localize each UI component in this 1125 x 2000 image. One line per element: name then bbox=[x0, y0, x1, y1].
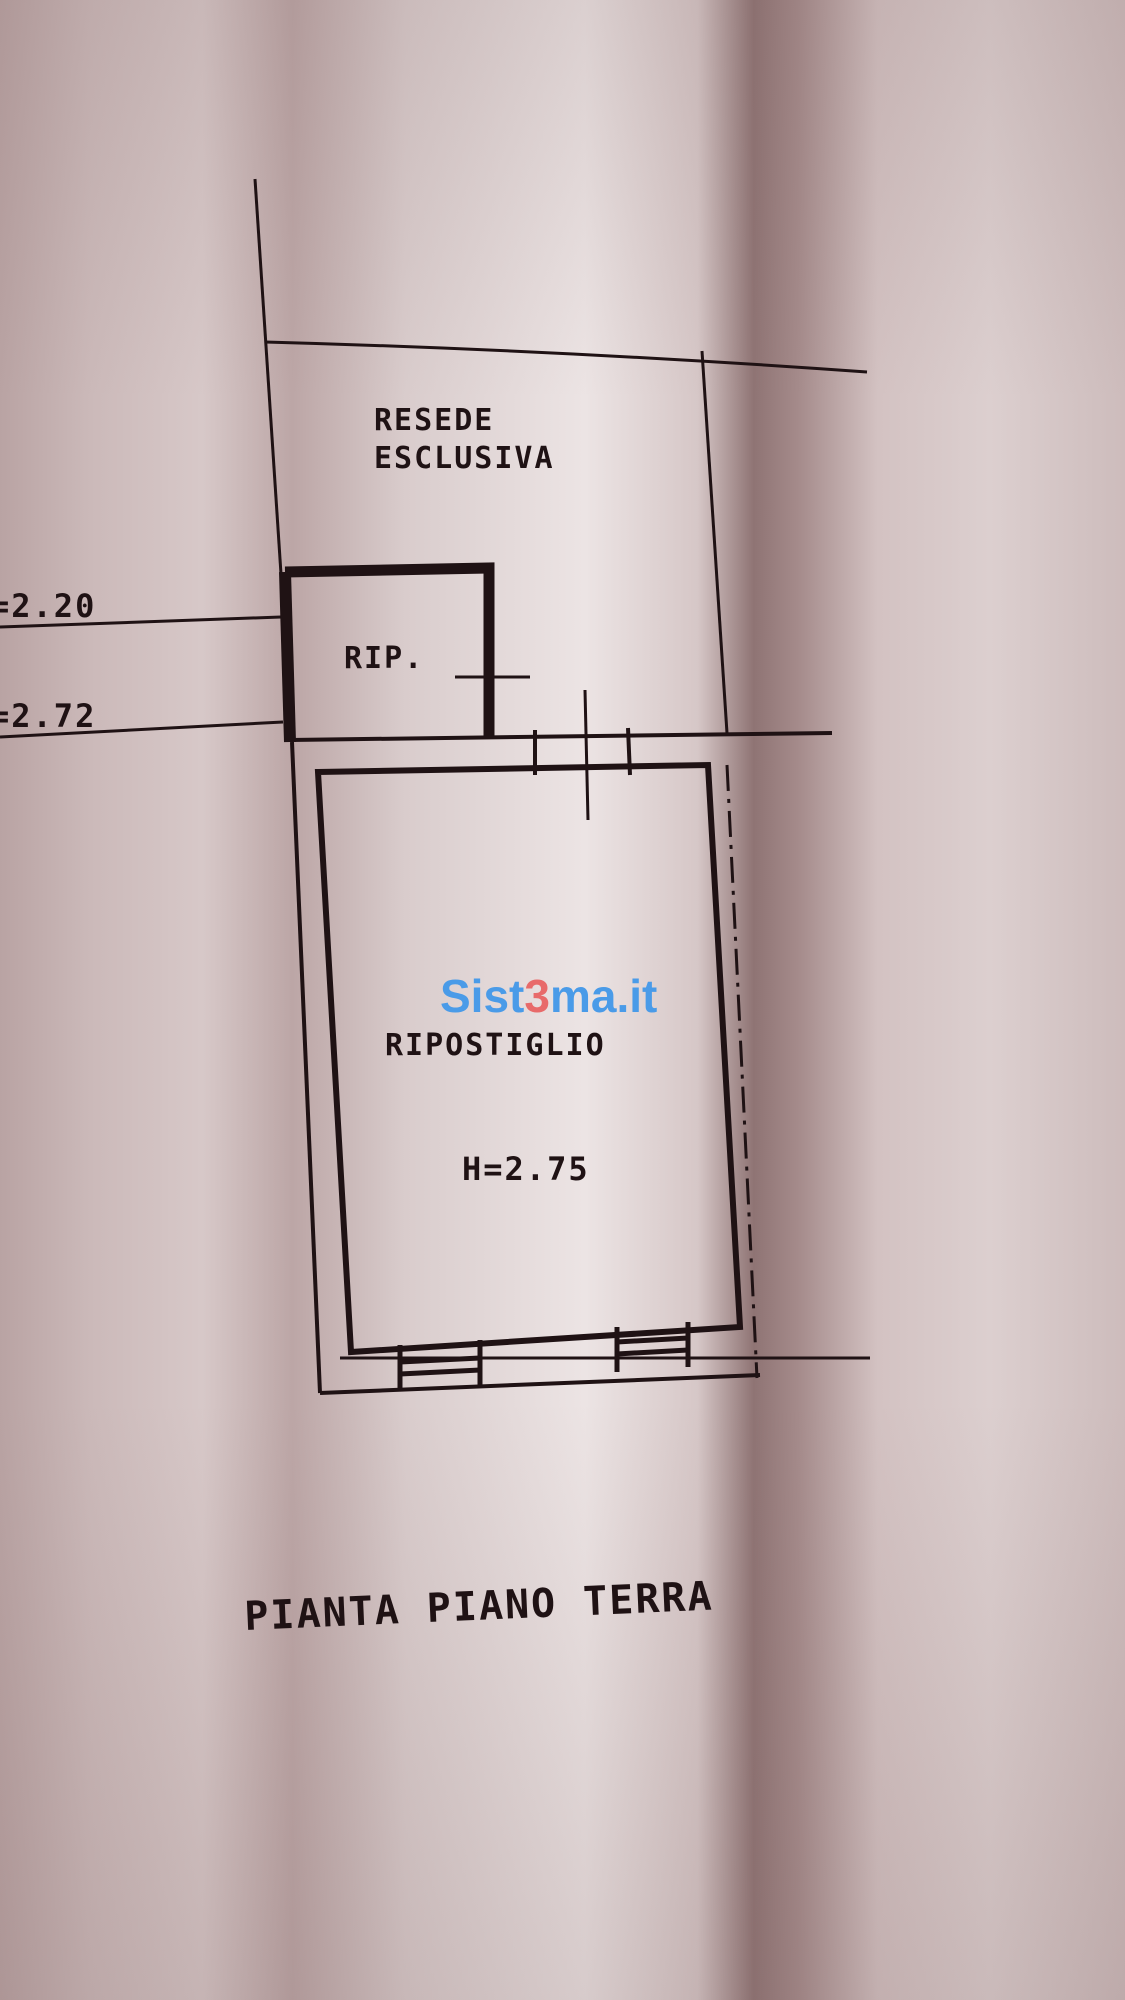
level-line-1 bbox=[0, 615, 282, 629]
outer-wall-bottom bbox=[319, 1373, 761, 1395]
rip-wall bbox=[284, 562, 495, 737]
watermark-part2: 3 bbox=[524, 970, 550, 1022]
watermark-part1: Sist bbox=[440, 970, 524, 1022]
boundary-left bbox=[253, 178, 283, 575]
outer-wall-left bbox=[290, 741, 322, 1394]
dash-dot-line bbox=[725, 764, 759, 1379]
room-label-ripostiglio: RIPOSTIGLIO bbox=[385, 1028, 606, 1063]
rip-wall-left bbox=[279, 571, 296, 743]
room-height: H=2.75 bbox=[462, 1150, 590, 1188]
area-label-1: RESEDE bbox=[374, 403, 494, 438]
main-horizontal-line bbox=[289, 731, 833, 742]
room-label-rip: RIP. bbox=[344, 641, 424, 676]
level-label-2: =2.72 bbox=[0, 697, 96, 735]
window-bottom-left bbox=[397, 1340, 483, 1390]
plan-title: PIANTA PIANO TERRA bbox=[243, 1574, 714, 1640]
axis-mark bbox=[583, 689, 590, 821]
watermark-logo: Sist3ma.it bbox=[440, 970, 657, 1022]
watermark-part3: ma.it bbox=[550, 970, 657, 1022]
boundary-right bbox=[700, 350, 729, 734]
boundary-top bbox=[264, 340, 868, 374]
area-label-2: ESCLUSIVA bbox=[374, 441, 555, 476]
level-label-1: =2.20 bbox=[0, 587, 96, 625]
inner-wall bbox=[314, 761, 744, 1356]
plan-lines bbox=[0, 178, 870, 1395]
level-line-2 bbox=[0, 720, 284, 739]
window-bottom-right bbox=[614, 1322, 691, 1372]
